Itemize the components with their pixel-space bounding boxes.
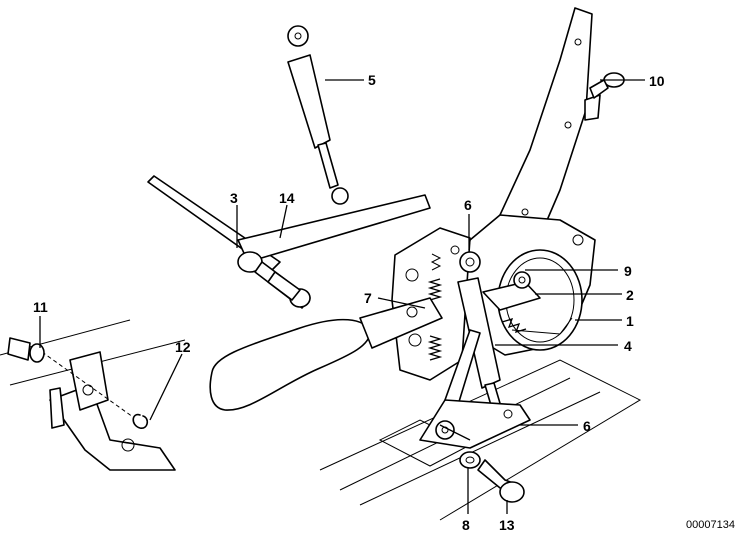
release-linkage xyxy=(419,329,531,449)
backrest-hinge-plate xyxy=(499,7,601,231)
leader-lines xyxy=(39,79,645,514)
release-handle xyxy=(209,297,443,411)
callout-1: 1 xyxy=(626,313,634,329)
callout-3: 3 xyxy=(230,190,238,206)
callout-6-upper: 6 xyxy=(464,197,472,213)
gas-strut-upper xyxy=(287,25,349,205)
bolt-13 xyxy=(477,459,525,503)
callout-14: 14 xyxy=(279,190,295,206)
clip-12 xyxy=(132,413,149,429)
cross-shaft-assembly xyxy=(147,175,431,309)
callout-13: 13 xyxy=(499,517,515,533)
callout-11: 11 xyxy=(33,299,48,315)
callout-9: 9 xyxy=(624,263,632,279)
callout-4: 4 xyxy=(624,338,632,354)
bolt-10 xyxy=(589,72,625,99)
callout-6-lower: 6 xyxy=(583,418,591,434)
callout-2: 2 xyxy=(626,287,634,303)
callout-12: 12 xyxy=(175,339,191,355)
bolt-11 xyxy=(7,337,45,363)
inset-bracket xyxy=(0,319,186,471)
document-number: 00007134 xyxy=(686,519,735,531)
cam-and-washer xyxy=(482,271,541,333)
washer-8 xyxy=(459,451,481,469)
callout-8: 8 xyxy=(462,517,470,533)
callout-7: 7 xyxy=(364,290,372,306)
callout-10: 10 xyxy=(649,73,665,89)
callout-5: 5 xyxy=(368,72,376,88)
